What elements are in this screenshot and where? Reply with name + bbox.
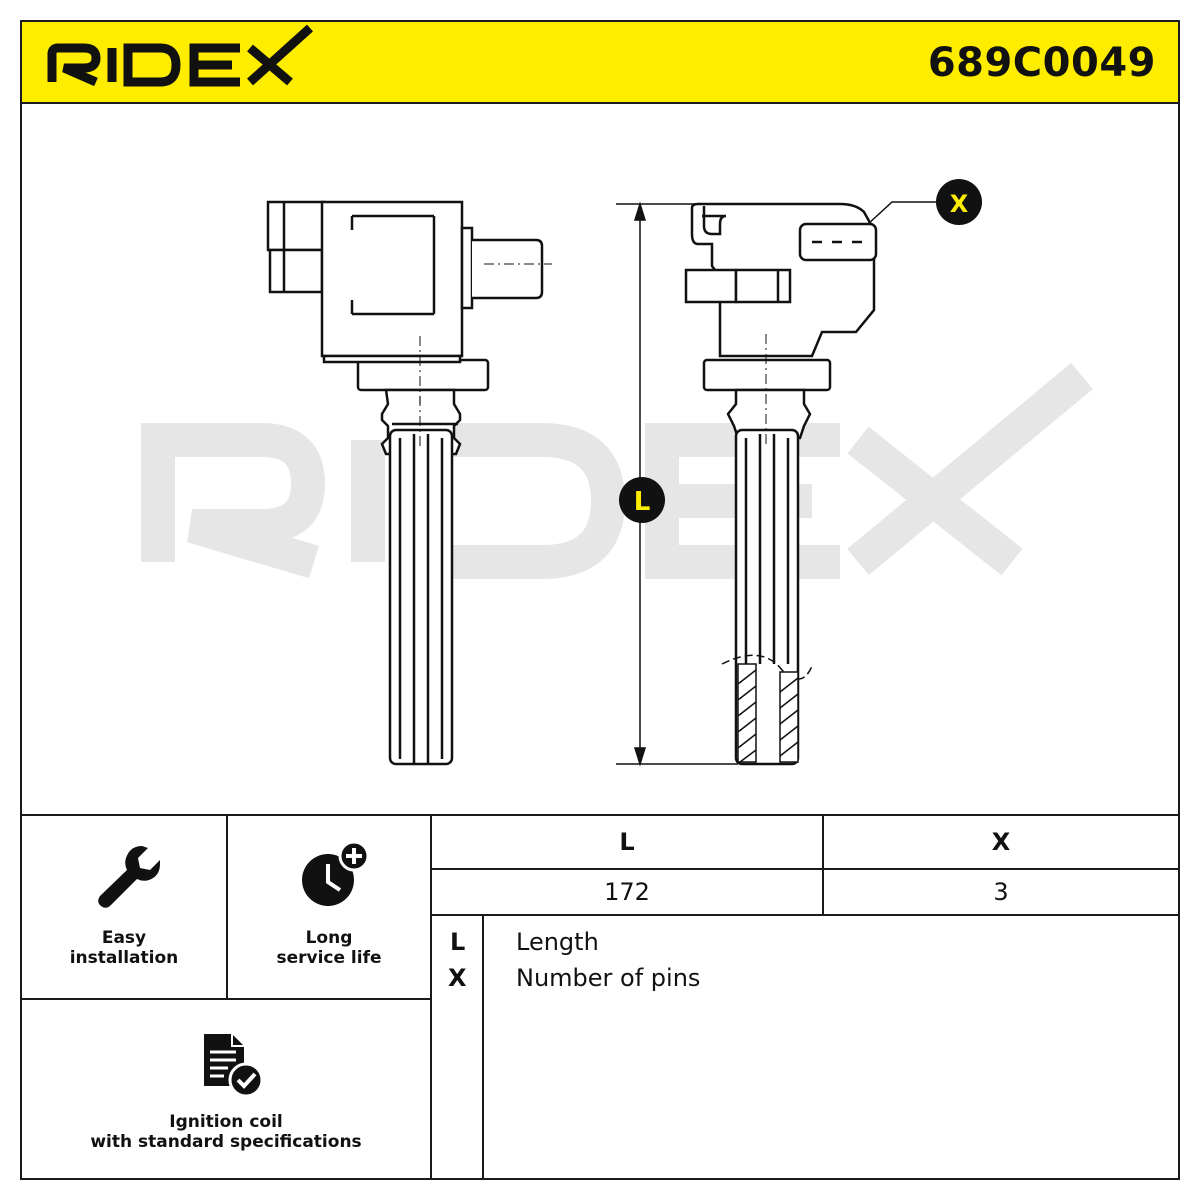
divider (482, 916, 484, 1180)
divider (430, 914, 1178, 916)
wrench-icon (98, 846, 160, 908)
product-sheet: 689C0049 (20, 20, 1180, 1180)
header-bar: 689C0049 (22, 22, 1178, 104)
feature-standard-specifications: Ignition coil with standard specificatio… (22, 1000, 430, 1180)
pins-marker: X (936, 179, 982, 225)
feature-label: Easy (101, 928, 147, 948)
svg-text:L: L (634, 487, 651, 517)
feature-label: with standard specifications (90, 1132, 362, 1152)
pins-leader-line (867, 201, 936, 225)
ridex-logo (47, 24, 314, 87)
divider (22, 998, 430, 1000)
watermark-logo (141, 362, 1093, 579)
document-check-icon (204, 1034, 264, 1098)
cutaway-section (721, 654, 813, 763)
feature-label: installation (69, 948, 179, 968)
legend-description: Length (516, 928, 599, 956)
coil-side-view (266, 200, 544, 766)
legend-key: L (450, 928, 466, 956)
info-panel: Easy installation Long service life (22, 814, 1178, 1180)
feature-easy-installation: Easy installation (22, 816, 226, 998)
legend-key: X (448, 964, 467, 992)
feature-label: Long (305, 928, 353, 948)
spec-header-pins: X (991, 828, 1011, 856)
feature-label: Ignition coil (169, 1112, 283, 1132)
length-marker: L (619, 477, 665, 523)
clock-plus-icon (302, 840, 370, 906)
svg-text:X: X (950, 190, 969, 218)
divider (822, 816, 824, 916)
part-number: 689C0049 (927, 40, 1156, 86)
divider (430, 868, 1178, 870)
divider (430, 816, 432, 1180)
spec-value-pins: 3 (993, 878, 1009, 906)
feature-long-service-life: Long service life (228, 816, 430, 998)
spec-value-length: 172 (604, 878, 650, 906)
spec-header-length: L (619, 828, 635, 856)
divider (226, 816, 228, 998)
legend-description: Number of pins (516, 964, 701, 992)
feature-label: service life (276, 948, 382, 968)
technical-drawing: L X (141, 179, 1093, 767)
